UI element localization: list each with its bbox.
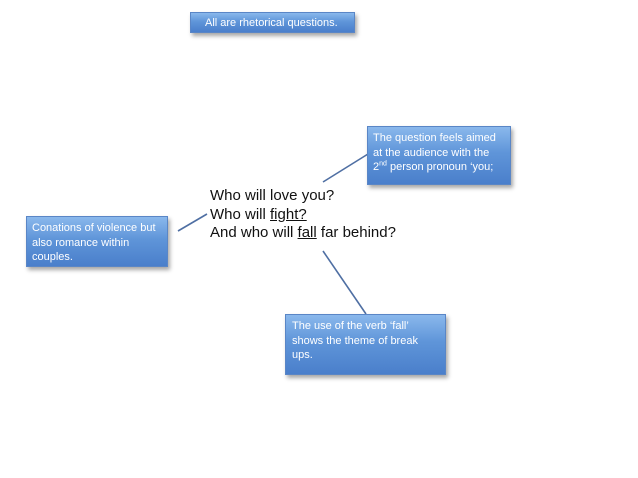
note-violence-text: Conations of violence but also romance w… — [32, 222, 156, 263]
lyric-line-2: Who will fight? — [210, 206, 396, 225]
lyric-line-3-end: far behind? — [316, 224, 396, 241]
note-audience-line-3-rest: person pronoun ‘you; — [386, 161, 494, 173]
lyric-line-1: Who will love you? — [210, 187, 335, 204]
note-fall-text: The use of the verb ‘fall’ shows the the… — [292, 320, 418, 361]
lyrics-block: Who will love you? Who will fight? And w… — [210, 187, 396, 243]
underlined-word-fight: fight? — [270, 205, 307, 223]
ordinal-suffix: nd — [379, 160, 387, 168]
note-violence-romance: Conations of violence but also romance w… — [26, 216, 168, 267]
note-rhetorical-questions: All are rhetorical questions. — [190, 12, 355, 33]
note-audience-line-1: The question feels aimed — [373, 132, 496, 144]
underlined-word-fall: fall — [297, 224, 317, 241]
note-audience-line-3: 2nd person pronoun ‘you; — [373, 160, 505, 175]
ordinal-number: 2 — [373, 161, 380, 173]
connector-left — [177, 213, 208, 232]
lyric-line-3: And who will fall far behind? — [210, 224, 396, 243]
lyric-line-3-start: And who will — [210, 224, 298, 241]
connector-right — [322, 153, 369, 183]
note-rhetorical-text: All are rhetorical questions. — [205, 17, 338, 29]
connector-bottom — [322, 250, 367, 315]
note-audience-pronoun: The question feels aimed at the audience… — [367, 126, 511, 185]
note-audience-line-2: at the audience with the — [373, 146, 490, 159]
lyric-line-2-text: Who will — [210, 205, 271, 223]
note-verb-fall: The use of the verb ‘fall’ shows the the… — [285, 314, 446, 375]
